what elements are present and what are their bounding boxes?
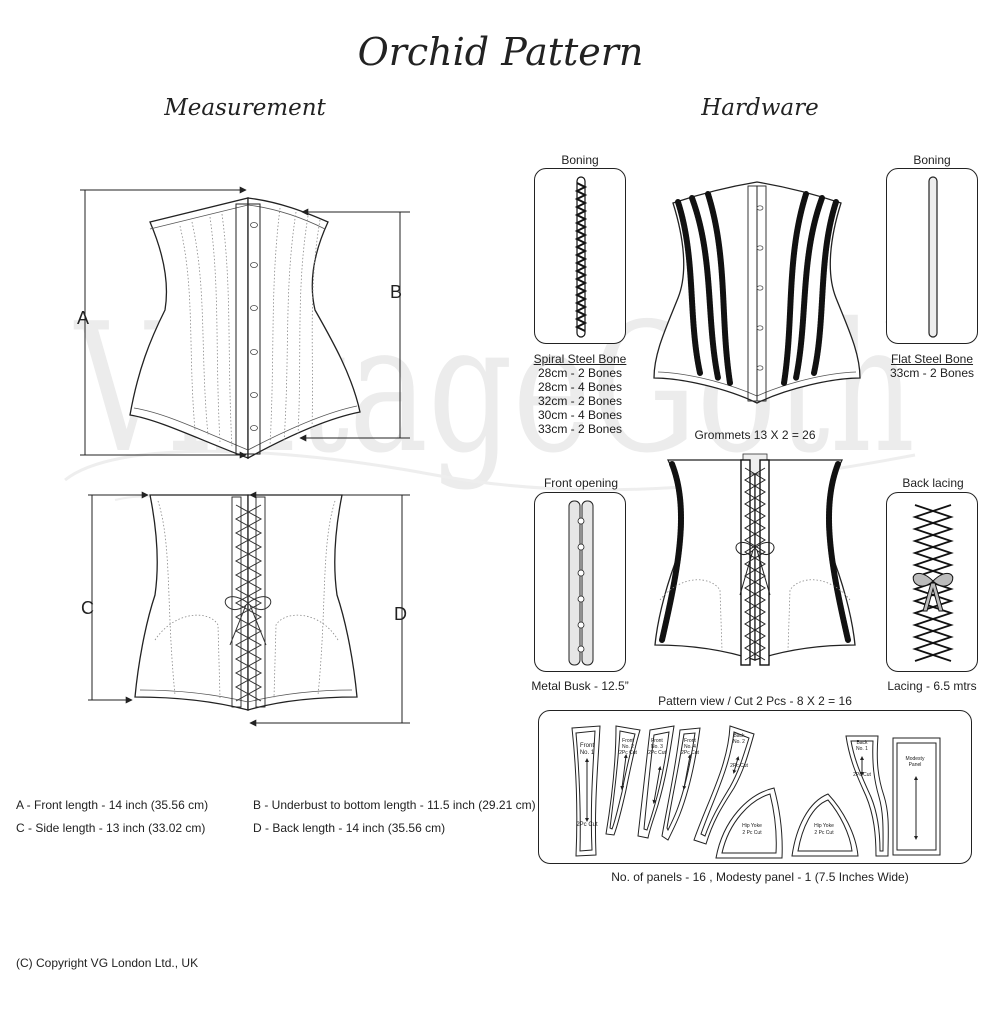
back-corset-lacing-drawing <box>654 453 856 666</box>
pattern-view-title: Pattern view / Cut 2 Pcs - 8 X 2 = 16 <box>658 694 852 708</box>
pattern-view-box <box>538 710 972 864</box>
pattern-piece-front-1-cut: 2Pc Cut <box>576 822 598 828</box>
back-lacing-label: Back lacing <box>902 476 964 490</box>
spiral-bone-item: 32cm - 2 Bones <box>537 394 623 408</box>
main-title: Orchid Pattern <box>357 30 644 74</box>
flat-bone-item: 33cm - 2 Bones <box>889 366 975 380</box>
measurement-heading: Measurement <box>164 95 326 121</box>
spiral-steel-bone-drawing <box>574 176 588 338</box>
dimension-label-c: C <box>81 598 94 618</box>
busk-box <box>534 492 626 672</box>
spiral-bone-item: 30cm - 4 Bones <box>537 408 623 422</box>
metal-busk-drawing <box>568 500 594 666</box>
flat-steel-bone-drawing <box>928 176 938 338</box>
pattern-pieces-drawing <box>571 725 941 859</box>
flat-bone-box <box>886 168 978 344</box>
lacing-caption: Lacing - 6.5 mtrs <box>887 679 977 693</box>
grommets-label: Grommets 13 X 2 = 26 <box>694 428 816 442</box>
spiral-bone-name: Spiral Steel Bone <box>533 352 627 366</box>
front-opening-label: Front opening <box>543 476 619 490</box>
flat-bone-name: Flat Steel Bone <box>890 352 974 366</box>
spiral-bone-list: 28cm - 2 Bones 28cm - 4 Bones 32cm - 2 B… <box>520 366 640 436</box>
spiral-bone-item: 33cm - 2 Bones <box>537 422 623 436</box>
boning-right-label: Boning <box>913 153 951 167</box>
lacing-box <box>886 492 978 672</box>
legend-b: B - Underbust to bottom length - 11.5 in… <box>253 798 536 812</box>
spiral-bone-item: 28cm - 2 Bones <box>537 366 623 380</box>
spiral-bone-box <box>534 168 626 344</box>
pattern-piece-back-2-cut: 2Pc Cut <box>730 763 748 769</box>
dimension-label-a: A <box>77 308 90 328</box>
spiral-bone-item: 28cm - 4 Bones <box>537 380 623 394</box>
lacing-drawing <box>912 504 954 662</box>
copyright: (C) Copyright VG London Ltd., UK <box>16 956 199 970</box>
front-corset-boning-drawing <box>653 181 861 404</box>
boning-left-label: Boning <box>561 153 599 167</box>
back-view-corset-drawing <box>88 491 410 727</box>
legend-a: A - Front length - 14 inch (35.56 cm) <box>16 798 209 812</box>
dimension-label-b: B <box>390 282 403 302</box>
dimension-label-d: D <box>394 604 407 624</box>
legend-c: C - Side length - 13 inch (33.02 cm) <box>16 821 206 835</box>
pattern-piece-back-1-cut: 2Pc Cut <box>853 772 871 778</box>
legend-d: D - Back length - 14 inch (35.56 cm) <box>253 821 446 835</box>
front-view-corset-drawing <box>80 186 410 460</box>
busk-caption: Metal Busk - 12.5” <box>531 679 629 693</box>
pattern-footer: No. of panels - 16 , Modesty panel - 1 (… <box>611 870 909 884</box>
hardware-heading: Hardware <box>701 95 819 121</box>
